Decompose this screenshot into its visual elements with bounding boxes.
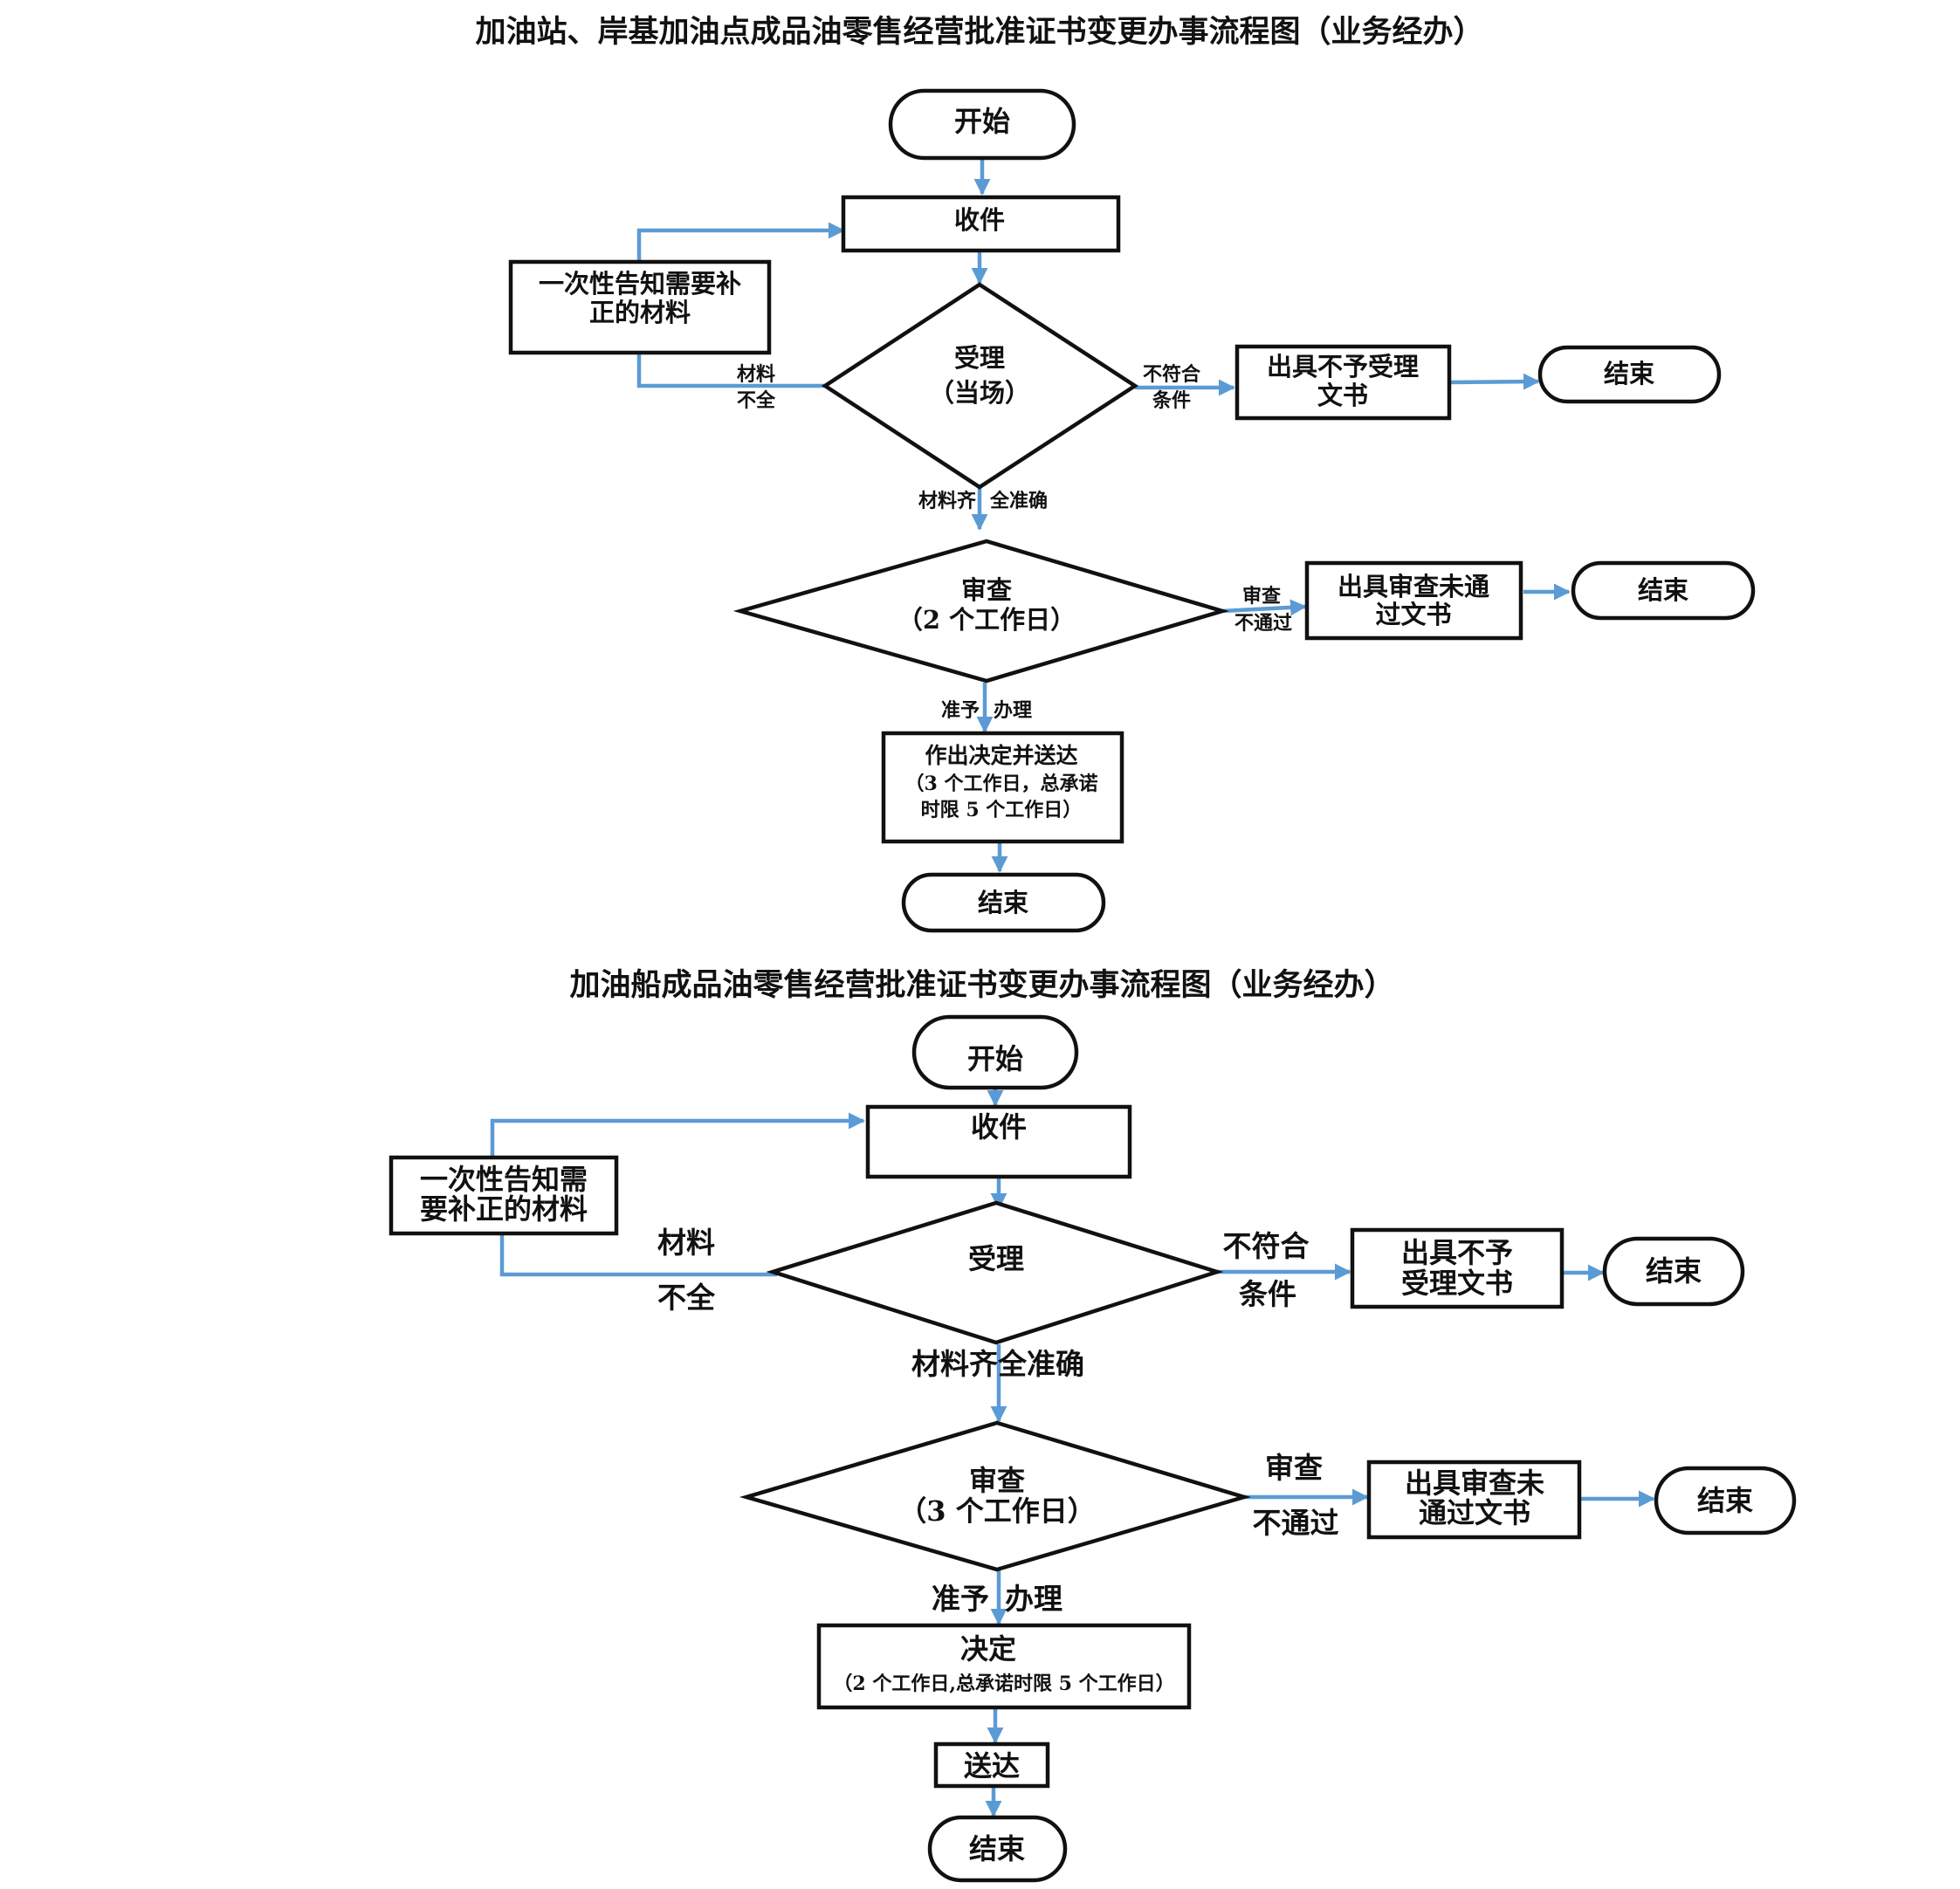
node-decide: [881, 731, 1124, 844]
node2-decide: [816, 1623, 1192, 1710]
node2-end-label: 结束: [969, 1832, 1025, 1865]
edge-label-incomplete-2: 不全: [737, 389, 776, 412]
node-notify-label-1: 一次性告知需要补: [539, 269, 741, 299]
node-review-label-2: （2 个工作日）: [897, 605, 1076, 635]
edge-label-approve-left: 准予: [941, 699, 980, 722]
node2-reject-label-2: 受理文书: [1401, 1267, 1513, 1300]
node-receive-label: 收件: [954, 205, 1005, 235]
node-end: [901, 872, 1106, 933]
edge2-label-incomplete-2: 不全: [657, 1281, 716, 1315]
node2-receive-label: 收件: [971, 1110, 1027, 1144]
node2-end-fail: [1654, 1466, 1797, 1535]
node2-start: [911, 1014, 1079, 1090]
diagram-1: 加油站、岸基加油点成品油零售经营批准证书变更办事流程图（业务经办） 开始 收件 …: [475, 14, 1756, 933]
edge2-label-complete: 材料齐全准确: [911, 1347, 1084, 1381]
node-end-reject-label: 结束: [1604, 359, 1654, 388]
node2-receive: [865, 1104, 1132, 1179]
node2-accept: [766, 1200, 1224, 1345]
node-reject-label-1: 出具不予受理: [1267, 352, 1419, 381]
node-failed-doc: [1304, 560, 1523, 641]
diagram-1-edges: [636, 158, 1571, 873]
node2-end-reject-label: 结束: [1646, 1254, 1702, 1288]
node-decide-label-3: 时限 5 个工作日）: [921, 799, 1083, 821]
node2-reject-label-1: 出具不予: [1401, 1236, 1513, 1269]
node-notify-label-2: 正的材料: [589, 298, 691, 327]
node-start: [888, 88, 1076, 161]
node2-notify: [389, 1155, 619, 1236]
node2-decide-label-2: （2 个工作日,总承诺时限 5 个工作日）: [833, 1673, 1174, 1695]
diagram-1-title: 加油站、岸基加油点成品油零售经营批准证书变更办事流程图（业务经办）: [475, 14, 1483, 50]
edge2-accept-to-notify: [499, 1235, 777, 1277]
node2-notify-label-1: 一次性告知需: [420, 1163, 588, 1196]
edge-label-noncompliant-2: 条件: [1152, 389, 1191, 412]
edge-label-fail-2: 不通过: [1234, 612, 1292, 635]
edge2-label-noncompliant-1: 不符合: [1223, 1229, 1310, 1263]
edge-notify-to-receive: [636, 222, 845, 262]
edge-accept-to-notify: [636, 353, 825, 388]
node2-start-label: 开始: [967, 1042, 1023, 1075]
edge2-label-fail-2: 不通过: [1253, 1506, 1339, 1540]
node2-accept-label: 受理: [968, 1242, 1024, 1275]
node2-end-fail-label: 结束: [1697, 1484, 1753, 1517]
node-review: [732, 539, 1229, 683]
edge-label-complete-left: 材料齐: [918, 490, 977, 512]
node-decide-label-1: 作出决定并送达: [925, 743, 1077, 768]
edge-label-fail-1: 审查: [1242, 585, 1281, 608]
edge2-label-approve-left: 准予: [932, 1582, 989, 1616]
node2-decide-label-1: 决定: [960, 1632, 1016, 1666]
edge-label-noncompliant-1: 不符合: [1143, 363, 1201, 386]
node2-end-reject: [1602, 1236, 1745, 1307]
edge-reject-to-end: [1448, 373, 1540, 390]
node-notify: [508, 259, 772, 355]
edge-review-to-failed-doc: [1221, 599, 1307, 616]
edge2-notify-to-receive: [490, 1112, 865, 1159]
edge-label-incomplete-1: 材料: [737, 363, 775, 386]
node2-deliver-label: 送达: [964, 1749, 1020, 1783]
node2-deliver: [933, 1741, 1050, 1789]
diagram-2-title: 加油船成品油零售经营批准证书变更办事流程图（业务经办）: [569, 967, 1394, 1003]
node-reject: [1234, 344, 1452, 421]
node-decide-label-2: （3 个工作日，总承诺: [905, 773, 1098, 795]
node-review-label-1: 审查: [961, 575, 1012, 605]
node2-notify-label-2: 要补正的材料: [420, 1192, 588, 1226]
node2-review-label-2: （3 个工作日）: [898, 1494, 1095, 1528]
diagram-2: 加油船成品油零售经营批准证书变更办事流程图（业务经办） 开始 收件 一次性告知需…: [389, 967, 1797, 1883]
edge2-label-approve-right: 办理: [1005, 1582, 1063, 1616]
node-accept: [821, 282, 1139, 490]
edge-label-approve-right: 办理: [994, 699, 1032, 722]
node-failed-doc-label-1: 出具审查未通: [1338, 572, 1489, 601]
node2-reject: [1350, 1227, 1565, 1309]
node2-failed-doc-label-2: 通过文书: [1419, 1496, 1530, 1529]
node-reject-label-2: 文书: [1317, 381, 1368, 410]
node-receive: [841, 195, 1121, 253]
node2-failed-doc: [1366, 1460, 1582, 1540]
node-end-fail-label: 结束: [1638, 575, 1688, 605]
edge-label-complete-right: 全准确: [989, 490, 1048, 512]
edge2-label-noncompliant-2: 条件: [1239, 1277, 1296, 1311]
node2-failed-doc-label-1: 出具审查未: [1405, 1467, 1544, 1500]
node-start-label: 开始: [954, 105, 1010, 138]
node-end-label: 结束: [978, 888, 1028, 917]
node-end-reject: [1537, 345, 1722, 404]
node-accept-label-1: 受理: [954, 343, 1005, 373]
node-failed-doc-label-2: 过文书: [1375, 600, 1451, 629]
node2-review-label-1: 审查: [969, 1464, 1025, 1497]
edge2-label-incomplete-1: 材料: [657, 1226, 715, 1260]
node-accept-label-2: （当场）: [929, 378, 1030, 408]
node2-review: [739, 1420, 1251, 1572]
node-end-fail: [1571, 560, 1756, 621]
node2-end: [927, 1815, 1068, 1883]
edge2-label-fail-1: 审查: [1265, 1451, 1323, 1485]
